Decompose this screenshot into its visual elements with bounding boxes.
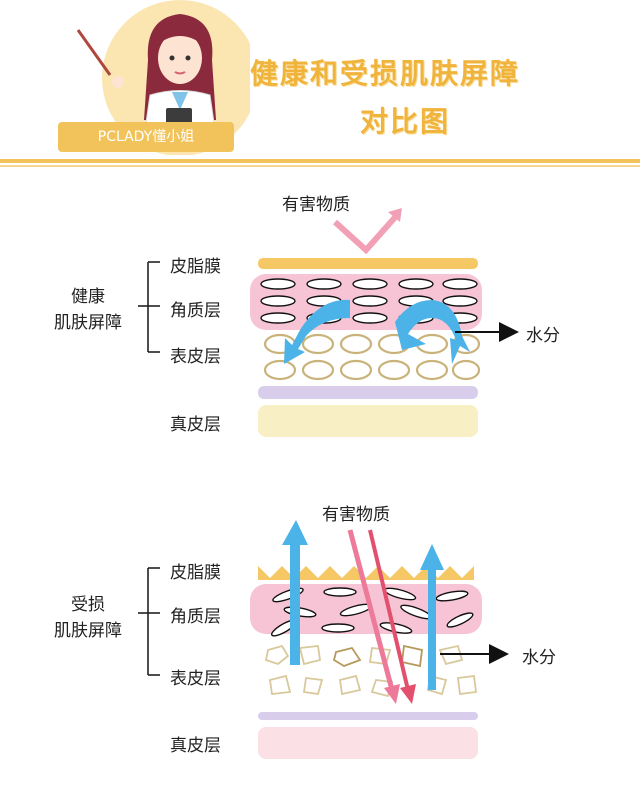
- healthy-epidermis-cells: [263, 333, 481, 381]
- damaged-layer-sebum: 皮脂膜: [170, 563, 221, 583]
- damaged-layer-corneum: 角质层: [170, 607, 221, 627]
- healthy-layer-sebum: 皮脂膜: [170, 257, 221, 277]
- header-divider: [0, 159, 640, 163]
- damaged-water-label: 水分: [522, 648, 556, 668]
- healthy-basal-layer: [258, 386, 478, 399]
- healthy-water-retention-arrows: [284, 299, 470, 364]
- damaged-corneocytes: [271, 587, 474, 637]
- damaged-basal-layer: [258, 712, 478, 720]
- damaged-layer-dermis: 真皮层: [170, 736, 221, 756]
- page-title: 健康和受损肌肤屏障: [250, 57, 521, 90]
- healthy-layer-dermis: 真皮层: [170, 415, 221, 435]
- damaged-layer-epidermis: 表皮层: [170, 669, 221, 689]
- damaged-group-label-line2: 肌肤屏障: [54, 621, 122, 641]
- healthy-layer-corneum: 角质层: [170, 301, 221, 321]
- healthy-dermis-layer: [258, 405, 478, 437]
- damaged-sebum-layer: [258, 566, 474, 580]
- damaged-harmful-arrows: [347, 529, 416, 704]
- healthy-layer-epidermis: 表皮层: [170, 347, 221, 367]
- healthy-group-label: 健康 肌肤屏障: [40, 284, 136, 336]
- healthy-bracket: [138, 261, 160, 353]
- healthy-water-label: 水分: [526, 326, 560, 346]
- damaged-epidermis-cells: [264, 644, 478, 698]
- damaged-group-label-line1: 受损: [71, 595, 105, 615]
- damaged-harmful-label: 有害物质: [322, 505, 390, 525]
- damaged-group-label: 受损 肌肤屏障: [40, 592, 136, 644]
- healthy-harmful-label: 有害物质: [282, 195, 350, 215]
- brand-badge: PCLADY懂小姐: [58, 122, 234, 152]
- damaged-bracket: [138, 567, 160, 676]
- header-divider-thin: [0, 165, 640, 167]
- healthy-group-label-line2: 肌肤屏障: [54, 313, 122, 333]
- page-subtitle: 对比图: [360, 105, 451, 138]
- healthy-group-label-line1: 健康: [71, 287, 105, 307]
- damaged-water-escape-arrows: [282, 520, 444, 690]
- healthy-harmful-bounce-arrow: [332, 208, 402, 255]
- header: PCLADY懂小姐 健康和受损肌肤屏障 对比图: [0, 0, 640, 165]
- healthy-sebum-layer: [258, 258, 478, 269]
- damaged-dermis-layer: [258, 727, 478, 759]
